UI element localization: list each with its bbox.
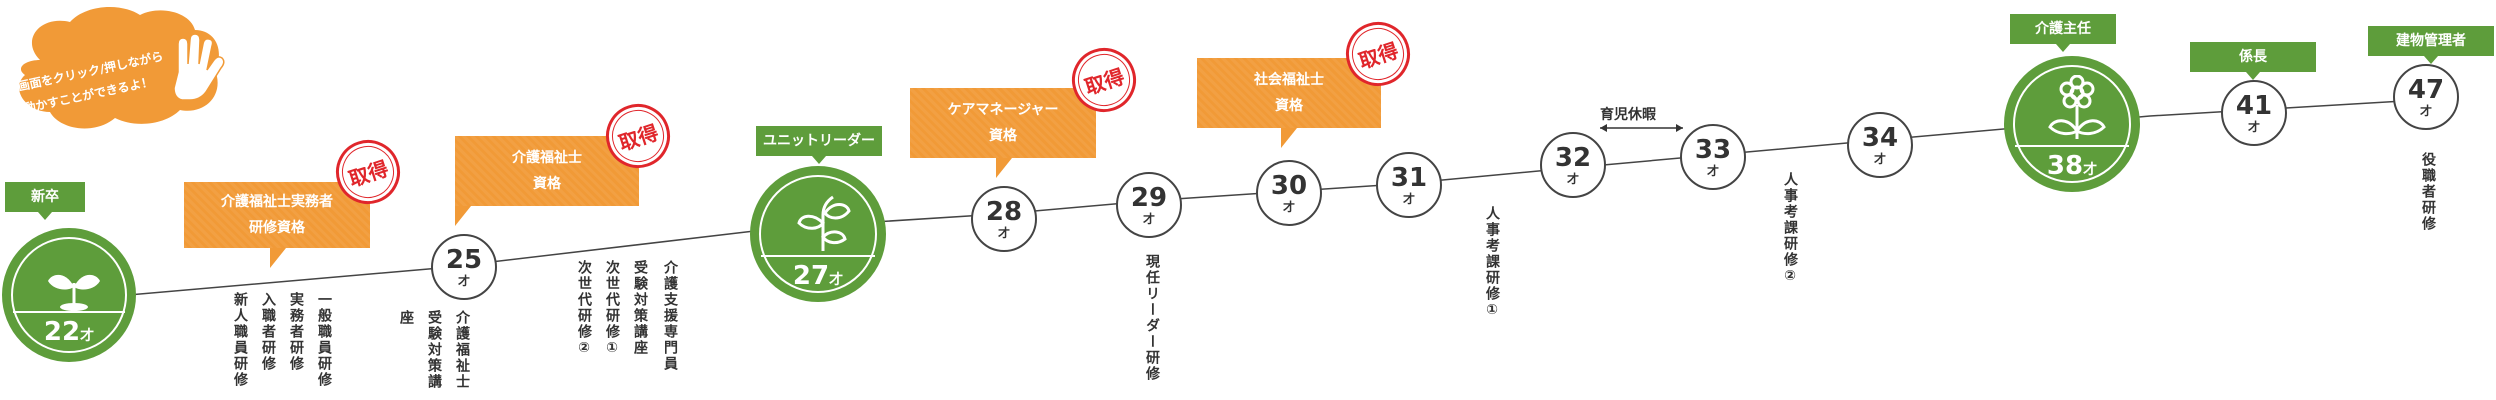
age-circle-41[interactable]: 41 才 [2221, 80, 2287, 146]
milestone-label-new-graduate: 新卒 [5, 182, 85, 220]
training-text: 次世代研修① [604, 260, 620, 358]
training-text: 新人職員研修 [232, 292, 248, 388]
position-label-building-manager: 建物管理者 [2368, 26, 2494, 64]
flower-icon [2048, 75, 2106, 139]
age-circle-47[interactable]: 47 才 [2393, 64, 2459, 130]
training-text: 一般職員研修 [316, 292, 332, 388]
training-text: 役職者研修 [2420, 152, 2436, 232]
training-text: 人事考課研修② [1782, 172, 1798, 286]
milestone-age-22: 22 [43, 317, 81, 347]
age-circle-32[interactable]: 32 才 [1540, 132, 1606, 198]
training-text: 実務者研修 [288, 292, 304, 372]
training-text: 座 [398, 310, 414, 326]
age-circle-28[interactable]: 28 才 [971, 186, 1037, 252]
qualification-box-practical: 介護福祉士実務者 研修資格 [184, 182, 370, 268]
training-text: 入職者研修 [260, 292, 276, 372]
milestone-age-27: 27 [792, 261, 830, 291]
training-text: 受験対策講座 [632, 260, 648, 356]
age-circle-30[interactable]: 30 才 [1256, 160, 1322, 226]
sprout-icon [48, 274, 100, 311]
training-text: 人事考課研修① [1484, 206, 1500, 320]
milestone-label-chief: 介護主任 [2010, 14, 2116, 52]
milestone-age-38: 38 [2046, 151, 2084, 181]
childcare-leave-label: 育児休暇 [1600, 107, 1656, 123]
training-text: 次世代研修② [576, 260, 592, 358]
training-text: 受験対策講 [426, 310, 442, 390]
age-circle-34[interactable]: 34 才 [1847, 112, 1913, 178]
age-circle-29[interactable]: 29 才 [1116, 172, 1182, 238]
seedling-icon [797, 195, 851, 251]
training-text: 介護福祉士 [454, 310, 470, 390]
training-text: 現任リーダー研修 [1144, 254, 1160, 382]
age-circle-31[interactable]: 31 才 [1376, 152, 1442, 218]
qualification-box-care-manager: ケアマネージャー 資格 [910, 88, 1096, 178]
hint-cloud [19, 6, 227, 129]
milestone-label-unit-leader: ユニットリーダー [756, 126, 882, 164]
training-text: 介護支援専門員 [662, 260, 678, 372]
position-label-section-chief: 係長 [2190, 42, 2316, 80]
age-circle-25[interactable]: 25 才 [431, 234, 497, 300]
hand-icon [173, 33, 225, 101]
age-circle-33[interactable]: 33 才 [1680, 124, 1746, 190]
milestone-circle-22[interactable]: 22才 [2, 228, 136, 362]
milestone-circle-38[interactable]: 38才 [2004, 56, 2140, 192]
milestone-circle-27[interactable]: 27才 [750, 166, 886, 302]
